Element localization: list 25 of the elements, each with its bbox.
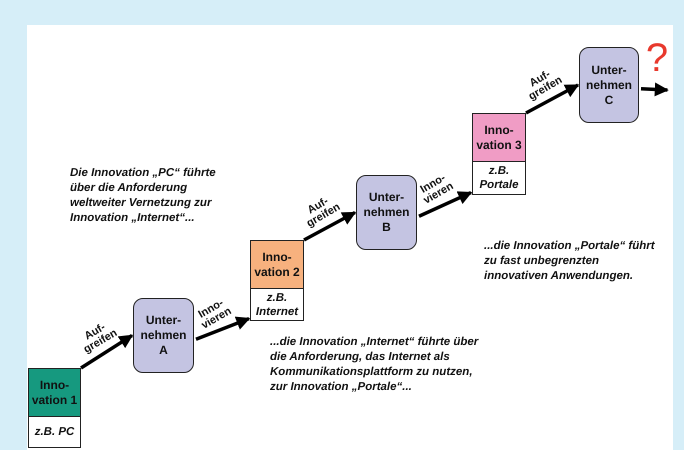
- arrow: [195, 316, 250, 341]
- innovation-title: Inno- vation 3: [475, 122, 523, 152]
- arrow: [80, 334, 134, 370]
- arrow: [303, 210, 356, 242]
- company-name: Unter- nehmen B: [362, 190, 410, 235]
- arrow: [640, 82, 669, 96]
- note-text: ...die Innovation „Internet“ führte über die Anforderung, das Internet als Kommunikationsplattform zu nutzen, zur Innovation „Portale“...: [270, 335, 480, 395]
- innovation-box: [28, 368, 81, 448]
- company-name: Unter- nehmen A: [139, 313, 188, 358]
- company-box: [356, 175, 417, 250]
- arrow: [525, 83, 580, 115]
- example-text: z.B. Portale: [478, 164, 520, 192]
- innovation-title: Inno- vation 2: [253, 250, 301, 280]
- example-text: z.B. Internet: [255, 290, 299, 318]
- innovation-box: [472, 113, 526, 195]
- innovation-box: [250, 240, 304, 321]
- innovation-title: Inno- vation 1: [30, 378, 78, 408]
- note-text: Die Innovation „PC“ führte über die Anforderung weltweiter Vernetzung zur Innovation „Internet“...: [70, 166, 217, 226]
- note-text: ...die Innovation „Portale“ führt zu fast unbegrenzten innovativen Anwendungen.: [484, 239, 656, 284]
- example-text: z.B. PC: [34, 425, 76, 439]
- company-box: [579, 47, 639, 123]
- question-mark: ?: [644, 36, 670, 82]
- company-name: Unter- nehmen C: [584, 62, 633, 108]
- arrow: [418, 190, 472, 218]
- company-box: [133, 298, 194, 373]
